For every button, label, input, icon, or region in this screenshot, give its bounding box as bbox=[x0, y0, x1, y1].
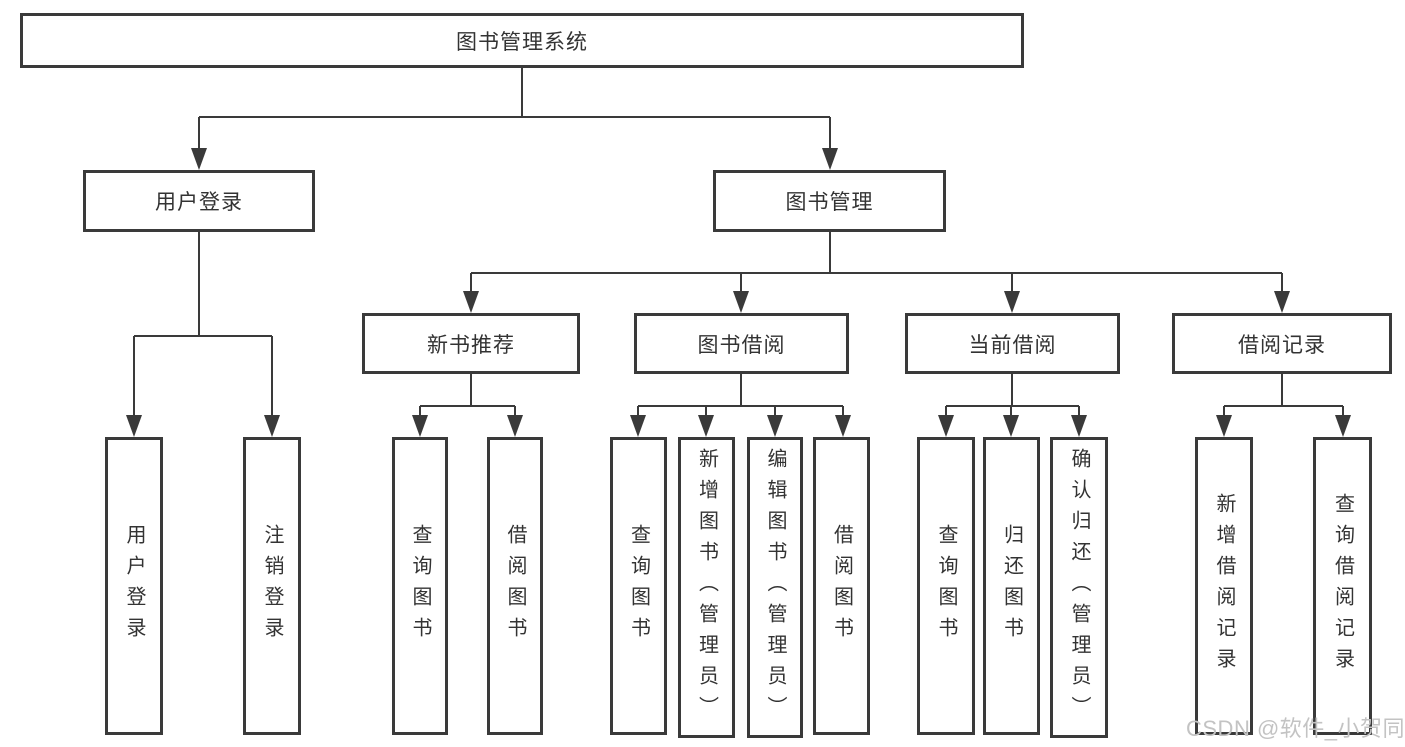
connector-line bbox=[199, 115, 830, 119]
node-leaf-add-book: 新增图书（管理员） bbox=[678, 437, 735, 738]
connector-line bbox=[841, 406, 845, 419]
arrowhead-down-icon bbox=[835, 415, 851, 437]
arrowhead-down-icon bbox=[1003, 415, 1019, 437]
connector-line bbox=[1280, 374, 1284, 406]
node-label-new-book-rec: 新书推荐 bbox=[427, 333, 515, 357]
node-leaf-add-record: 新增借阅记录 bbox=[1195, 437, 1253, 735]
node-leaf-query-record: 查询借阅记录 bbox=[1313, 437, 1372, 735]
arrowhead-down-icon bbox=[1216, 415, 1232, 437]
arrowhead-down-icon bbox=[1004, 291, 1020, 313]
node-current-borrow: 当前借阅 bbox=[905, 313, 1120, 374]
connector-line bbox=[1077, 406, 1081, 419]
arrowhead-down-icon bbox=[822, 148, 838, 170]
node-label-leaf-add-record: 新增借阅记录 bbox=[1213, 493, 1235, 679]
csdn-watermark: CSDN @软件_小贺同学 bbox=[1186, 716, 1405, 741]
connector-line bbox=[1010, 273, 1014, 295]
connector-line bbox=[418, 406, 422, 419]
arrowhead-down-icon bbox=[463, 291, 479, 313]
arrowhead-down-icon bbox=[191, 148, 207, 170]
connector-line bbox=[197, 232, 201, 336]
arrowhead-down-icon bbox=[264, 415, 280, 437]
arrowhead-down-icon bbox=[507, 415, 523, 437]
connector-line bbox=[1222, 406, 1226, 419]
node-label-leaf-confirm-ret: 确认归还（管理员） bbox=[1068, 448, 1090, 727]
node-label-leaf-edit-book: 编辑图书（管理员） bbox=[764, 448, 786, 727]
node-leaf-return-book: 归还图书 bbox=[983, 437, 1040, 735]
arrowhead-down-icon bbox=[1071, 415, 1087, 437]
node-leaf-logout: 注销登录 bbox=[243, 437, 301, 735]
node-label-leaf-borrow-2: 借阅图书 bbox=[830, 524, 853, 648]
connector-line bbox=[1341, 406, 1345, 419]
node-label-leaf-query-book-3: 查询图书 bbox=[935, 524, 957, 648]
arrowhead-down-icon bbox=[1274, 291, 1290, 313]
node-leaf-query-book-2: 查询图书 bbox=[610, 437, 667, 735]
node-label-leaf-query-book-2: 查询图书 bbox=[627, 524, 650, 648]
connector-line bbox=[513, 406, 517, 419]
node-label-leaf-borrow-1: 借阅图书 bbox=[504, 524, 526, 648]
node-label-root: 图书管理系统 bbox=[456, 30, 588, 54]
node-leaf-borrow-2: 借阅图书 bbox=[813, 437, 870, 735]
node-leaf-query-book-1: 查询图书 bbox=[392, 437, 448, 735]
connector-line bbox=[134, 334, 272, 338]
node-label-book-borrow: 图书借阅 bbox=[697, 333, 786, 357]
node-label-current-borrow: 当前借阅 bbox=[968, 333, 1057, 357]
connector-line bbox=[946, 404, 1079, 408]
node-borrow-record: 借阅记录 bbox=[1172, 313, 1392, 374]
arrowhead-down-icon bbox=[1335, 415, 1351, 437]
node-label-user-login: 用户登录 bbox=[155, 191, 243, 214]
connector-line bbox=[132, 336, 136, 419]
connector-line bbox=[944, 406, 948, 419]
connector-line bbox=[1280, 273, 1284, 295]
node-label-leaf-query-book-1: 查询图书 bbox=[409, 524, 431, 648]
connector-line bbox=[1224, 404, 1343, 408]
connector-line bbox=[469, 273, 473, 295]
connector-line bbox=[520, 68, 524, 117]
node-label-leaf-user-login: 用户登录 bbox=[123, 524, 145, 648]
connector-line bbox=[828, 232, 832, 273]
connector-line bbox=[704, 406, 708, 419]
connector-line bbox=[739, 273, 743, 295]
node-new-book-rec: 新书推荐 bbox=[362, 313, 580, 374]
node-label-leaf-logout: 注销登录 bbox=[261, 524, 283, 648]
connector-line bbox=[828, 117, 832, 152]
arrowhead-down-icon bbox=[938, 415, 954, 437]
connector-line bbox=[739, 374, 743, 406]
node-leaf-edit-book: 编辑图书（管理员） bbox=[747, 437, 803, 738]
node-leaf-query-book-3: 查询图书 bbox=[917, 437, 975, 735]
connector-line bbox=[270, 336, 274, 419]
node-book-mgmt: 图书管理 bbox=[713, 170, 946, 232]
node-leaf-confirm-ret: 确认归还（管理员） bbox=[1050, 437, 1108, 738]
arrowhead-down-icon bbox=[126, 415, 142, 437]
connector-line bbox=[471, 271, 1282, 275]
node-leaf-borrow-1: 借阅图书 bbox=[487, 437, 543, 735]
node-label-book-mgmt: 图书管理 bbox=[785, 191, 874, 214]
node-book-borrow: 图书借阅 bbox=[634, 313, 849, 374]
connector-line bbox=[1010, 374, 1014, 406]
arrowhead-down-icon bbox=[767, 415, 783, 437]
node-root: 图书管理系统 bbox=[20, 13, 1024, 68]
node-label-leaf-query-record: 查询借阅记录 bbox=[1331, 493, 1354, 679]
connector-line bbox=[636, 406, 640, 419]
connector-line bbox=[1009, 406, 1013, 419]
node-leaf-user-login: 用户登录 bbox=[105, 437, 163, 735]
node-label-leaf-return-book: 归还图书 bbox=[1000, 524, 1023, 648]
node-label-leaf-add-book: 新增图书（管理员） bbox=[695, 448, 718, 727]
connector-line bbox=[638, 404, 843, 408]
connector-line bbox=[773, 406, 777, 419]
connector-line bbox=[420, 404, 515, 408]
arrowhead-down-icon bbox=[412, 415, 428, 437]
node-label-borrow-record: 借阅记录 bbox=[1238, 333, 1326, 357]
arrowhead-down-icon bbox=[733, 291, 749, 313]
arrowhead-down-icon bbox=[698, 415, 714, 437]
node-user-login: 用户登录 bbox=[83, 170, 315, 232]
arrowhead-down-icon bbox=[630, 415, 646, 437]
connector-line bbox=[197, 117, 201, 152]
connector-line bbox=[469, 374, 473, 406]
